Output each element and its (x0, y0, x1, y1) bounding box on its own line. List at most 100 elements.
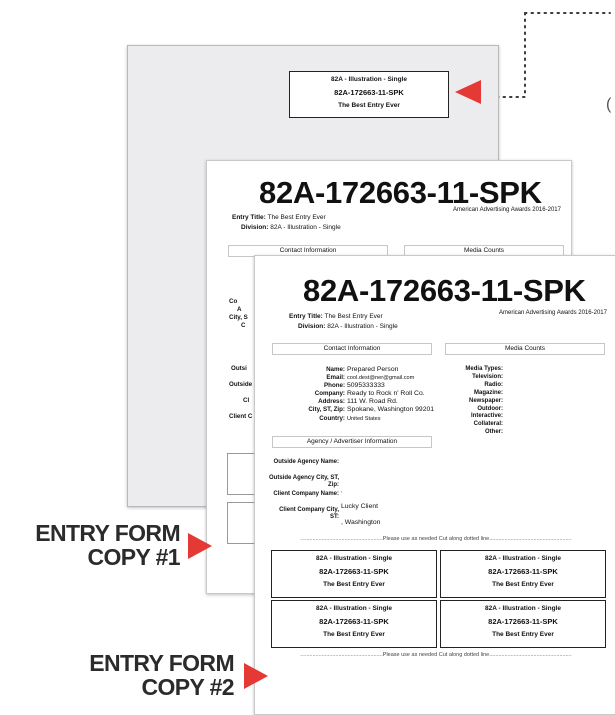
edge-glyph: ( (606, 96, 612, 113)
value-phone: 5095333333 (347, 382, 385, 390)
red-arrow-right-icon-2 (244, 663, 268, 689)
copy2-agency-header: Agency / Advertiser Information (272, 436, 432, 448)
tag-title: The Best Entry Ever (338, 102, 400, 109)
partial-co: Co (229, 298, 238, 305)
copy2-agency-labels: Outside Agency Name: Outside Agency City… (269, 459, 339, 523)
partial-client: Client C (229, 413, 253, 421)
media-newspaper-label: Newspaper: (468, 397, 503, 404)
label-company: Company: (314, 390, 345, 398)
value-client-city: , Washington (341, 519, 381, 526)
label-country: Country: (319, 414, 345, 422)
partial-a: A (237, 306, 242, 314)
copy1-title-value: The Best Entry Ever (267, 214, 326, 221)
red-arrow-right-icon-1 (188, 533, 212, 559)
copy1-division-label: Division: (241, 224, 269, 231)
front-tag-2-title: The Best Entry Ever (492, 581, 554, 588)
value-city: Spokane, Washington 99201 (347, 406, 435, 414)
front-tag-4-number: 82A-172663-11-SPK (488, 617, 558, 626)
partial-outside: Outside (229, 381, 253, 389)
media-outdoor-label: Outdoor: (477, 405, 503, 412)
label-name: Name: (326, 366, 345, 373)
copy2-cut-line-top: ........................................… (271, 536, 601, 542)
cut-dots-left-2: ........................................… (300, 652, 383, 658)
callout-copy-1: ENTRY FORM COPY #1 (8, 521, 180, 569)
copy2-agency-values: , Lucky Client , Washington (341, 467, 380, 531)
copy2-title-label: Entry Title: (289, 313, 323, 320)
front-tag-3-title: The Best Entry Ever (323, 631, 385, 638)
copy2-contact-header: Contact Information (272, 343, 432, 355)
copy2-division-label: Division: (298, 323, 326, 330)
value-client-name: Lucky Client (341, 503, 379, 510)
cut-dots-left-1: ........................................… (300, 536, 383, 542)
callout-copy-1-line-1: ENTRY FORM (35, 520, 180, 546)
cut-dots-right-1: ........................................… (489, 536, 572, 542)
callout-copy-2: ENTRY FORM COPY #2 (50, 651, 234, 699)
copy1-partial-labels-2: Outsi Outside Cl Client C (229, 365, 259, 421)
copy1-entry-number: 82A-172663-11-SPK (259, 175, 542, 210)
copy1-awards: American Advertising Awards 2016-2017 (453, 207, 561, 213)
value-company: Ready to Rock n' Roll Co. (347, 390, 425, 398)
value-email: cool.dest@ner@gmail.com (347, 375, 415, 382)
callout-copy-2-line-2: COPY #2 (141, 674, 234, 700)
front-tag-2: 82A - Illustration - Single 82A-172663-1… (440, 550, 606, 598)
cut-dots-right-2: ........................................… (489, 652, 572, 658)
copy1-title-label: Entry Title: (232, 214, 266, 221)
copy2-title-value: The Best Entry Ever (324, 313, 383, 320)
copy2-entry-number: 82A-172663-11-SPK (303, 273, 586, 308)
front-tag-1-number: 82A-172663-11-SPK (319, 567, 389, 576)
media-magazine-label: Magazine: (473, 389, 503, 396)
copy1-division-value: 82A - Illustration - Single (270, 224, 341, 231)
front-tag-1-title: The Best Entry Ever (323, 581, 385, 588)
front-tag-1-division: 82A - Illustration - Single (316, 555, 392, 562)
partial-c: C (241, 322, 246, 330)
media-radio-label: Radio: (484, 381, 503, 388)
front-tag-2-division: 82A - Illustration - Single (485, 555, 561, 562)
front-tag-4-title: The Best Entry Ever (492, 631, 554, 638)
copy2-division-row: Division: 82A - Illustration - Single (298, 323, 398, 331)
copy2-cut-line-bottom: ........................................… (271, 652, 601, 658)
label-city: City, ST, Zip: (308, 406, 345, 414)
red-arrow-left-icon (455, 80, 481, 104)
cut-text-1: Please use as needed Cut along dotted li… (382, 536, 490, 542)
media-collateral-label: Collateral: (473, 421, 503, 428)
media-other-label: Other: (485, 429, 503, 436)
front-tag-1: 82A - Illustration - Single 82A-172663-1… (271, 550, 437, 598)
label-address: Address: (318, 398, 345, 406)
copy2-media-header: Media Counts (445, 343, 605, 355)
front-tag-4-division: 82A - Illustration - Single (485, 605, 561, 612)
value-outside-city: , (341, 488, 343, 494)
dotted-connector (491, 12, 611, 98)
copy2-awards: American Advertising Awards 2016-2017 (499, 310, 607, 316)
label-outside-agency-city: Outside Agency City, ST, Zip: (269, 475, 340, 488)
value-country: United States (347, 415, 381, 422)
media-interactive-label: Interactive: (470, 413, 503, 420)
callout-copy-2-line-1: ENTRY FORM (89, 650, 234, 676)
label-email: Email: (326, 374, 345, 382)
copy1-partial-labels: Co A City, S C (229, 298, 259, 330)
copy1-division-row: Division: 82A - Illustration - Single (241, 224, 341, 232)
copy2-contact-values: Prepared Person cool.dest@ner@gmail.com … (347, 366, 434, 423)
label-client-company-name: Client Company Name: (273, 491, 339, 497)
front-tag-2-number: 82A-172663-11-SPK (488, 567, 558, 576)
copy2-division-value: 82A - Illustration - Single (327, 323, 398, 330)
callout-copy-1-line-2: COPY #1 (87, 544, 180, 570)
copy2-title-row: Entry Title: The Best Entry Ever (289, 313, 383, 321)
value-address: 111 W. Road Rd. (347, 398, 398, 406)
value-name: Prepared Person (347, 366, 399, 373)
entry-form-copy-2: 82A-172663-11-SPK American Advertising A… (254, 255, 615, 715)
copy2-media-labels: Media Types: Television: Radio: Magazine… (435, 366, 503, 437)
media-types-label: Media Types: (465, 366, 503, 372)
front-tag-3-division: 82A - Illustration - Single (316, 605, 392, 612)
label-phone: Phone: (324, 382, 345, 390)
tag-division: 82A - Illustration - Single (331, 76, 407, 83)
front-tag-3-number: 82A-172663-11-SPK (319, 617, 389, 626)
label-outside-agency-name: Outside Agency Name: (273, 459, 339, 465)
tag-number: 82A-172663-11-SPK (334, 88, 404, 97)
copy2-contact-labels: Name: Email: Phone: Company: Address: Ci… (265, 366, 345, 423)
partial-city: City, S (229, 314, 248, 322)
partial-cl: Cl (243, 397, 250, 405)
media-television-label: Television: (472, 373, 503, 380)
front-tag-4: 82A - Illustration - Single 82A-172663-1… (440, 600, 606, 648)
back-sheet-tag: 82A - Illustration - Single 82A-172663-1… (289, 71, 449, 118)
copy1-title-row: Entry Title: The Best Entry Ever (232, 214, 326, 222)
